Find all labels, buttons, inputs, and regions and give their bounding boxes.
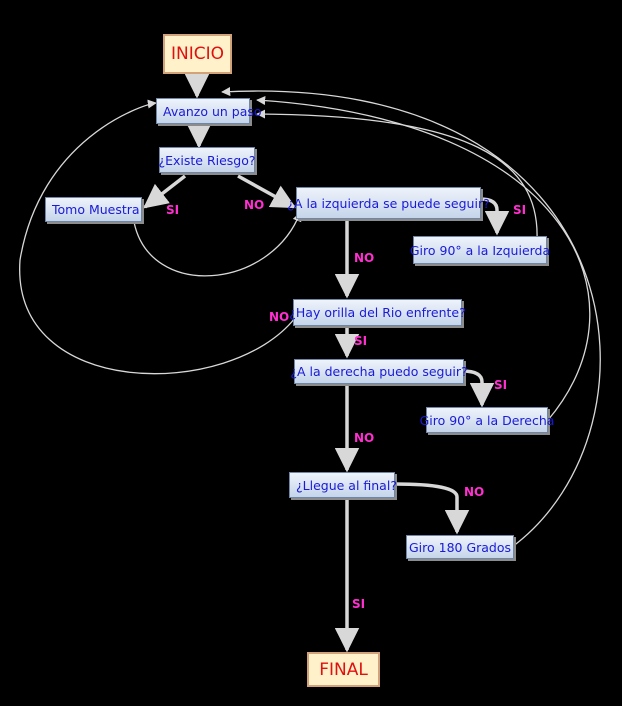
flow-right-yes bbox=[461, 369, 495, 408]
left-question-node: ¿A la izquierda se puede seguir? bbox=[287, 187, 490, 219]
end-no-label: NO bbox=[464, 485, 485, 499]
step-node: Avanzo un paso bbox=[156, 98, 262, 124]
flow-end-no bbox=[394, 482, 470, 535]
turn-right-node: Giro 90° a la Derecha bbox=[420, 407, 554, 433]
loop-sample bbox=[133, 212, 302, 277]
sample-node: Tomo Muestra bbox=[45, 197, 142, 222]
flow-risk-no bbox=[237, 174, 297, 209]
loop-turn-180 bbox=[221, 87, 601, 548]
flow-risk-yes bbox=[143, 174, 187, 209]
risk-yes-label: SI bbox=[166, 203, 180, 217]
right-question-node: ¿A la derecha puedo seguir? bbox=[290, 359, 468, 384]
flow-left-yes bbox=[479, 197, 510, 236]
loop-turn-right bbox=[256, 95, 591, 421]
loop-turn-left bbox=[256, 109, 538, 241]
risk-no-label: NO bbox=[244, 198, 265, 212]
left-no-label: NO bbox=[354, 251, 375, 265]
right-yes-label: SI bbox=[494, 378, 508, 392]
turn-180-node: Giro 180 Grados bbox=[406, 535, 514, 559]
end-yes-label: SI bbox=[352, 597, 366, 611]
shore-no-label: NO bbox=[269, 310, 290, 324]
turn-left-node: Giro 90° a la Izquierda bbox=[410, 236, 550, 264]
end-question-node: ¿Llegue al final? bbox=[289, 472, 397, 498]
left-yes-label: SI bbox=[513, 203, 527, 217]
risk-question-node: ¿Existe Riesgo? bbox=[158, 147, 256, 173]
final-node: FINAL bbox=[307, 652, 380, 687]
right-no-label: NO bbox=[354, 431, 375, 445]
start-node: INICIO bbox=[163, 34, 232, 74]
loop-shore-no bbox=[19, 99, 296, 375]
shore-question-node: ¿Hay orilla del Rio enfrente? bbox=[289, 299, 466, 326]
shore-yes-label: SI bbox=[354, 334, 368, 348]
